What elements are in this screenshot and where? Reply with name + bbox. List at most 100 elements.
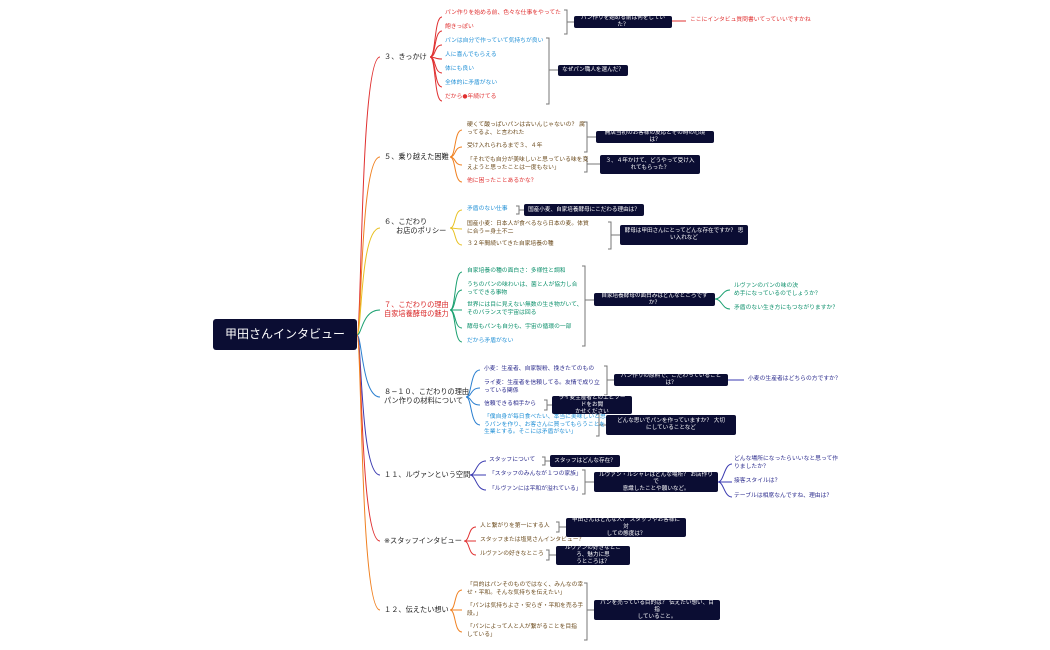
leaf-12-3-line1: 「パンによって人と人が繋がることを目指 [467,624,577,630]
leaf-8-4[interactable]: 「僕自身が毎日食べたい、本当に美味しいと思 うパンを作り、お客さんに買ってもらう… [484,414,606,437]
note-interview-question[interactable]: ここにインタビュ質問書いてっていいですかね [690,17,811,23]
branch-yeast[interactable]: ７、こだわりの理由 自家培養酵母の魅力 [384,300,449,318]
question-koda-person-line1: 甲田さんはどんな人？ スタッフやお客様に対 [571,517,681,530]
leaf-12-1-line1: 「目的はパンそのものではなく、みんなの幸 [467,582,584,588]
branch-ingredients[interactable]: ８−１０、こだわりの理由 パン作りの材料について [384,387,469,405]
question-domestic-wheat[interactable]: 国産小麦、自家培養酵母にこだわる理由は？ [524,204,644,216]
leaf-6-3[interactable]: ３２年間続いてきた自家培養の種 [467,241,554,247]
question-acceptance-line2: れてもらった？ [630,164,670,171]
question-purpose-line1: パンを売っている目的は？ 伝えたい想い、目指 [600,599,714,613]
branch-ingredients-line1: ８−１０、こだわりの理由 [384,387,470,396]
note-place-wish[interactable]: どんな場所になったらいいなと思って作 りましたか？ [734,456,838,471]
question-yeast-meaning-line1: 酵母は甲田さんにとってどんな存在ですか？ 思 [624,228,744,234]
leaf-5-4[interactable]: 他に困ったことあるかな？ [467,178,537,184]
note-place-wish-line2: りましたか？ [734,463,769,470]
leaf-5-1-line2: ってるよ、と言われた [467,129,525,136]
leaf-8-3[interactable]: 信頼できる相手から [484,401,537,407]
note-shared-tables[interactable]: テーブルは相席なんですね、理由は？ [734,493,833,499]
branch-policy[interactable]: ６、こだわり お店のポリシー [384,217,446,235]
question-before-bread[interactable]: パン作りを始める前は何をしていた？ [574,15,672,28]
branch-difficulties[interactable]: ５、乗り越えた困難 [384,152,449,161]
leaf-11-1[interactable]: スタッフについて [489,457,536,463]
leaf-5-1-line1: 硬くて酸っぱいパンは古いんじゃないの？ 腐 [467,122,585,128]
leaf-3-5[interactable]: 体にも良い [445,66,474,72]
branch-staff[interactable]: ※スタッフインタビュー [384,536,462,545]
branch-yeast-line2: 自家培養酵母の魅力 [384,309,449,318]
question-place-line1: ルヴァン・ルシャレはどんな場所？ お店作りで [599,471,713,485]
leaf-6-1[interactable]: 矛盾のない仕事 [467,206,508,212]
leaf-7-3-line1: 世界には目に見えない無数の生き物がいて、 [467,302,583,308]
note-taste-decider[interactable]: ルヴァンのパンの味の決 め手になっているのでしょうか？ [734,283,821,298]
leaf-8-2[interactable]: ライ麦：生産者を信頼してる。友情で成り立 っている関係 [484,380,600,395]
leaf-8-4-line1: 「僕自身が毎日食べたい、本当に美味しいと思 [484,414,606,420]
question-yeast-appeal[interactable]: 自家培養酵母の面白みはどんなところですか？ [594,293,715,306]
question-rye-episode-line1: ライ麦生産者とのエピソードをお聞 [558,394,626,408]
question-levain-charm-line1: ルヴァンの好きなところ、魅力に思 [565,545,621,558]
leaf-3-1[interactable]: パン作りを始める前、色々な仕事をやってた [445,10,561,16]
leaf-11-3[interactable]: 「ルヴァンには平和が溢れている」 [489,486,582,492]
branch-policy-line1: ６、こだわり [384,217,428,226]
question-bread-feelings-line1: どんな思いでパンを作っていますか？ 大切 [617,418,725,424]
leaf-7-2-line1: うちのパンの味わいは、菌と人が協力し合 [467,282,578,288]
question-rye-episode[interactable]: ライ麦生産者とのエピソードをお聞かせください [552,394,632,415]
leaf-5-3-line1: 「それでも自分が美味しいと思っている味を変 [467,157,589,163]
leaf-3-2[interactable]: 飽きっぽい [445,24,474,30]
leaf-7-5[interactable]: だから矛盾がない [467,338,514,344]
leaf-3-4[interactable]: 人に喜んでもらえる [445,52,497,58]
leaf-staff-1[interactable]: 人と繋がりを第一にする人 [480,523,550,529]
leaf-12-1[interactable]: 「目的はパンそのものではなく、みんなの幸 せ・平和。そんな気持ちを伝えたい」 [467,582,583,597]
leaf-7-1[interactable]: 自家培養の種の面白さ：多様性と調和 [467,268,566,274]
leaf-3-6[interactable]: 全体的に矛盾がない [445,80,498,86]
leaf-3-3[interactable]: パンは自分で作っていて気持ちが良い [445,38,544,44]
note-wheat-producer[interactable]: 小麦の生産者はどちらの方ですか？ [748,376,841,382]
question-yeast-meaning[interactable]: 酵母は甲田さんにとってどんな存在ですか？ 思い入れなど [620,225,748,245]
leaf-6-2-line2: に合う＝身土不二 [467,228,514,235]
leaf-12-1-line2: せ・平和。そんな気持ちを伝えたい」 [467,589,566,596]
leaf-8-1[interactable]: 小麦：生産者、自家製粉、挽きたてのもの [484,366,595,372]
question-place-line2: 意識したことや願いなど。 [622,485,690,492]
question-purpose-line2: していること。 [637,613,677,620]
leaf-7-3[interactable]: 世界には目に見えない無数の生き物がいて、 そのバランスで宇宙は回る [467,302,582,317]
leaf-5-1[interactable]: 硬くて酸っぱいパンは古いんじゃないの？ 腐 ってるよ、と言われた [467,122,585,137]
question-purpose[interactable]: パンを売っている目的は？ 伝えたい想い、目指していること。 [594,600,720,620]
question-staff[interactable]: スタッフはどんな存在？ [550,455,620,467]
branch-message[interactable]: １２、伝えたい想い [384,605,449,614]
leaf-6-2[interactable]: 国産小麦：日本人が食べるなら日本の麦。体質 に合う＝身土不二 [467,221,589,236]
question-bread-feelings-line2: にしていることなど [645,425,696,431]
leaf-12-2[interactable]: 「パンは気持ちよさ・安らぎ・平和を売る手 段。」 [467,603,583,618]
note-consistent-life[interactable]: 矛盾のない生き方にもつながりますか？ [734,305,839,311]
question-bread-feelings[interactable]: どんな思いでパンを作っていますか？ 大切にしていることなど [606,415,736,435]
leaf-8-4-line2: うパンを作り、お客さんに買ってもらうことを [484,421,606,428]
leaf-5-2[interactable]: 受け入れられるまで３、４年 [467,143,543,149]
branch-space[interactable]: １１、ルヴァンという空間 [384,470,471,479]
question-acceptance[interactable]: ３、４年かけて、どうやって受け入れてもらった？ [600,155,700,174]
branch-ingredients-line2: パン作りの材料について [384,396,464,405]
leaf-staff-2[interactable]: スタッフまたは塩見さんインタビュー？ [480,537,585,543]
question-koda-person[interactable]: 甲田さんはどんな人？ スタッフやお客様に対しての態度は？ [566,517,686,537]
leaf-7-3-line2: そのバランスで宇宙は回る [467,309,537,316]
leaf-staff-3[interactable]: ルヴァンの好きなところ [480,551,544,557]
branch-yeast-line1: ７、こだわりの理由 [384,300,449,309]
root-node[interactable]: 甲田さんインタビュー [213,319,357,350]
leaf-3-7[interactable]: だから●年続けてる [445,94,497,100]
question-why-baker[interactable]: なぜパン職人を選んだ？ [558,65,628,76]
question-opening-reaction[interactable]: 開店当初のお客様の反応とその時の心境は？ [596,130,714,143]
leaf-12-3[interactable]: 「パンによって人と人が繋がることを目指 している」 [467,624,577,639]
note-taste-decider-line1: ルヴァンのパンの味の決 [734,283,799,289]
leaf-7-2[interactable]: うちのパンの味わいは、菌と人が協力し合 ってできる事物 [467,282,577,297]
leaf-5-3-line2: えようと思ったことは一度もない」 [467,164,560,171]
question-koda-person-line2: しての態度は？ [606,531,646,537]
branch-kikkake[interactable]: ３、きっかけ [384,52,427,61]
leaf-5-3[interactable]: 「それでも自分が美味しいと思っている味を変 えようと思ったことは一度もない」 [467,157,588,172]
question-ingredients[interactable]: パン作りの原料で、こだわっていることは？ [614,373,728,386]
leaf-11-2[interactable]: 「スタッフのみんなが１つの家族」 [489,471,582,477]
question-levain-charm[interactable]: ルヴァンの好きなところ、魅力に思うところは？ [556,545,630,565]
leaf-12-2-line1: 「パンは気持ちよさ・安らぎ・平和を売る手 [467,603,584,609]
note-service-style[interactable]: 接客スタイルは？ [734,478,781,484]
leaf-7-4[interactable]: 酵母もパンも自分も、宇宙の循環の一部 [467,324,572,330]
note-taste-decider-line2: め手になっているのでしょうか？ [734,290,821,297]
question-acceptance-line1: ３、４年かけて、どうやって受け入 [605,157,695,164]
question-place[interactable]: ルヴァン・ルシャレはどんな場所？ お店作りで意識したことや願いなど。 [594,472,718,492]
leaf-6-2-line1: 国産小麦：日本人が食べるなら日本の麦。体質 [467,221,589,227]
